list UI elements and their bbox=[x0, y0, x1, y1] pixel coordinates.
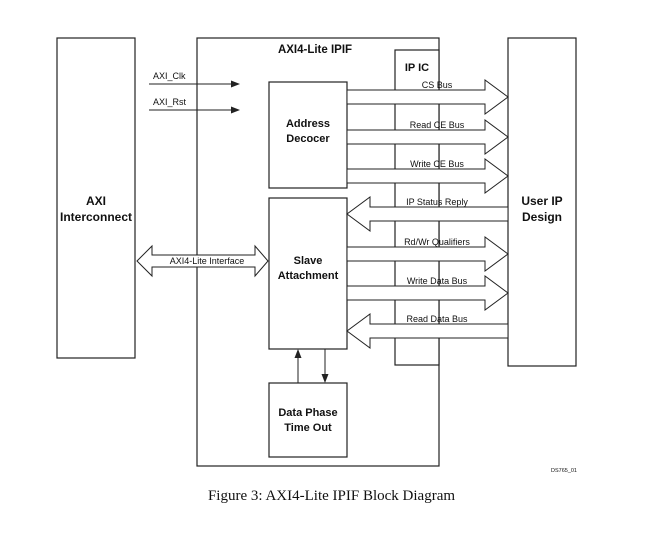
bus-arrow bbox=[346, 79, 509, 115]
bus-arrow bbox=[346, 236, 509, 272]
address-decoder-block bbox=[268, 81, 348, 189]
reset-label: AXI_Rst bbox=[153, 97, 187, 107]
user-ip-block bbox=[507, 37, 577, 367]
bus-arrow bbox=[346, 275, 509, 311]
bus-label: Write CE Bus bbox=[410, 159, 464, 169]
clock-arrowhead bbox=[231, 80, 240, 88]
bus-label: IP Status Reply bbox=[406, 197, 468, 207]
axi4-lite-interface-label: AXI4-Lite Interface bbox=[170, 256, 245, 266]
slave-attachment-label-1: Slave bbox=[294, 255, 323, 267]
reset-arrowhead bbox=[231, 106, 240, 114]
bus-label: Rd/Wr Qualifiers bbox=[404, 237, 470, 247]
data-phase-timeout-label-2: Time Out bbox=[284, 422, 332, 434]
bus-arrow bbox=[346, 119, 509, 155]
axi-interconnect-block bbox=[56, 37, 136, 359]
ipif-title: AXI4-Lite IPIF bbox=[278, 44, 352, 56]
slave-attachment-block bbox=[268, 197, 348, 350]
bus-arrow bbox=[346, 158, 509, 194]
bus-label: CS Bus bbox=[422, 80, 453, 90]
axi-interconnect-label-1: AXI bbox=[86, 194, 106, 208]
address-decoder-label-1: Address bbox=[286, 118, 330, 130]
figure-id: DS765_01 bbox=[551, 468, 577, 474]
axi-interconnect-label-2: Interconnect bbox=[60, 210, 132, 224]
user-ip-label-1: User IP bbox=[521, 194, 562, 208]
clock-label: AXI_Clk bbox=[153, 71, 186, 81]
axi4-lite-interface-arrow bbox=[136, 244, 269, 278]
user-ip-label-2: Design bbox=[522, 210, 562, 224]
ipic-label: IP IC bbox=[405, 62, 429, 74]
bus-arrow bbox=[346, 196, 509, 232]
timeout-up-arrowhead bbox=[294, 349, 302, 358]
data-phase-timeout-block bbox=[268, 382, 348, 458]
slave-attachment-label-2: Attachment bbox=[278, 270, 339, 282]
figure-caption: Figure 3: AXI4-Lite IPIF Block Diagram bbox=[207, 488, 456, 504]
data-phase-timeout-label-1: Data Phase bbox=[278, 407, 337, 419]
bus-label: Write Data Bus bbox=[407, 276, 468, 286]
bus-label: Read CE Bus bbox=[410, 120, 465, 130]
timeout-down-arrowhead bbox=[321, 374, 329, 383]
address-decoder-label-2: Decocer bbox=[286, 133, 330, 145]
bus-label: Read Data Bus bbox=[406, 314, 468, 324]
bus-arrow bbox=[346, 313, 509, 349]
